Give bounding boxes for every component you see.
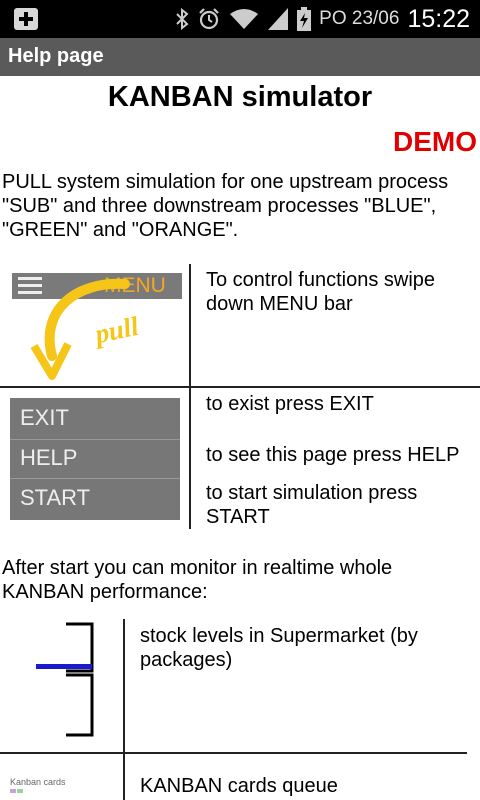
table-divider bbox=[123, 619, 125, 800]
hamburger-icon bbox=[18, 277, 42, 295]
bluetooth-icon bbox=[176, 8, 189, 30]
page-title: Help page bbox=[8, 45, 104, 67]
exit-description: to exist press EXIT bbox=[206, 393, 374, 415]
monitor-text: After start you can monitor in realtime … bbox=[2, 557, 393, 603]
buttons-illustration: EXIT HELP START bbox=[10, 398, 180, 520]
kanban-description: KANBAN cards queue bbox=[140, 775, 338, 797]
status-date: PO 23/06 bbox=[319, 8, 400, 29]
wifi-icon bbox=[230, 9, 259, 29]
action-bar: Help page bbox=[0, 38, 480, 76]
help-label: HELP bbox=[20, 445, 78, 470]
table-divider bbox=[0, 752, 467, 754]
exit-label: EXIT bbox=[20, 405, 69, 430]
table-divider bbox=[0, 386, 480, 388]
help-description: to see this page press HELP bbox=[206, 444, 460, 466]
start-description: to start simulation press START bbox=[206, 482, 418, 528]
help-content[interactable]: KANBAN simulator DEMO PULL system simula… bbox=[0, 76, 480, 800]
intro-line: PULL system simulation for one upstream … bbox=[2, 171, 449, 193]
intro-text: PULL system simulation for one upstream … bbox=[2, 170, 474, 242]
add-notification-icon bbox=[14, 8, 38, 30]
intro-line: "GREEN" and "ORANGE". bbox=[2, 219, 239, 241]
status-bar: PO 23/06 15:22 bbox=[0, 0, 480, 38]
signal-icon bbox=[268, 8, 289, 30]
kanban-card-swatch bbox=[17, 789, 23, 793]
kanban-card-swatch bbox=[10, 789, 16, 793]
kanban-cards-mini-label: Kanban cards bbox=[10, 777, 66, 787]
status-time: 15:22 bbox=[407, 4, 470, 33]
stock-description: stock levels in Supermarket (by packages… bbox=[140, 625, 418, 671]
alarm-icon bbox=[199, 8, 219, 30]
pull-label: pull bbox=[92, 310, 142, 350]
demo-badge: DEMO bbox=[393, 126, 477, 157]
intro-line: "SUB" and three downstream processes "BL… bbox=[2, 195, 437, 217]
menu-description: To control functions swipe down MENU bar bbox=[206, 269, 436, 315]
battery-charging-icon bbox=[297, 7, 312, 31]
start-label: START bbox=[20, 485, 91, 510]
table-divider bbox=[189, 264, 191, 529]
stock-level-icon bbox=[36, 622, 94, 737]
app-heading: KANBAN simulator bbox=[107, 81, 373, 113]
pull-arrow-icon bbox=[30, 278, 130, 380]
